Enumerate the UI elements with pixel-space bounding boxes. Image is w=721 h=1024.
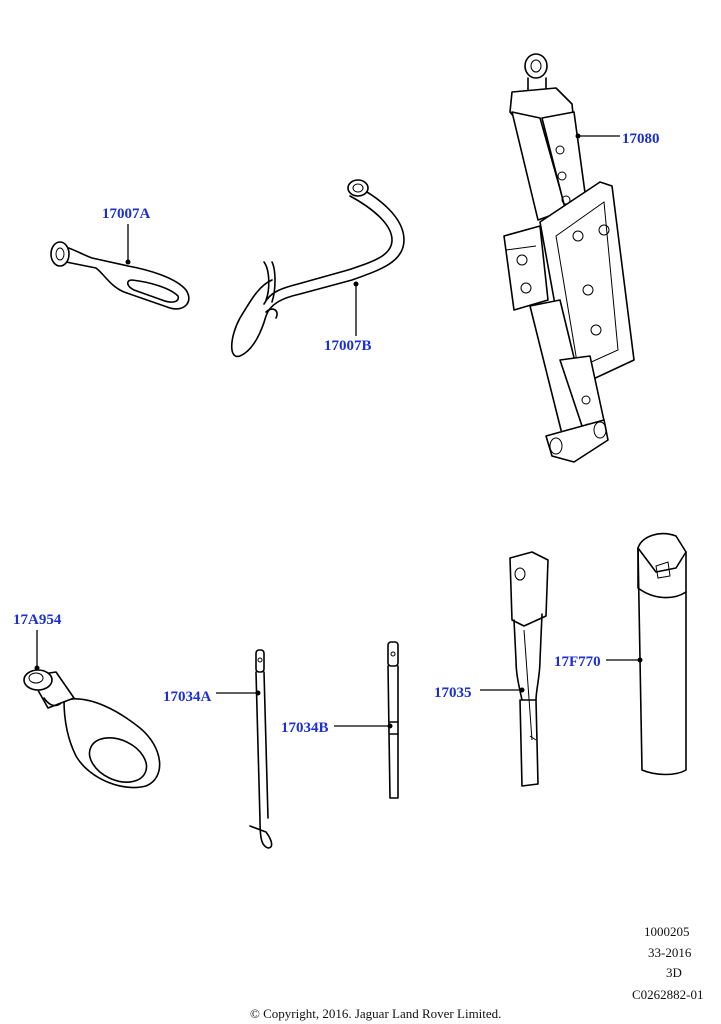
callout-17034b[interactable]: 17034B — [281, 720, 329, 736]
copyright-notice: © Copyright, 2016. Jaguar Land Rover Lim… — [250, 1006, 502, 1021]
diagram-date: 33-2016 — [648, 945, 692, 960]
callout-17f770[interactable]: 17F770 — [554, 654, 601, 670]
diagram-view: 3D — [666, 965, 682, 980]
callout-17007b[interactable]: 17007B — [324, 338, 372, 354]
callout-17007a[interactable]: 17007A — [102, 206, 151, 222]
part-17a954-drawing — [23, 669, 161, 789]
part-17f770-drawing — [637, 532, 687, 776]
diagram-code: 1000205 — [644, 924, 690, 939]
part-17007a-drawing — [50, 241, 190, 310]
callout-17a954[interactable]: 17A954 — [13, 612, 62, 628]
callout-17034a[interactable]: 17034A — [163, 689, 212, 705]
part-17080-drawing — [503, 53, 635, 463]
part-17035-drawing — [509, 551, 549, 787]
part-17034a-drawing — [249, 649, 273, 849]
diagram-reference: C0262882-01 — [632, 987, 704, 1002]
part-17034b-drawing — [387, 641, 399, 799]
leader-lines — [34, 133, 643, 729]
part-17007b-drawing — [230, 179, 405, 358]
callout-17080[interactable]: 17080 — [622, 131, 660, 147]
callout-17035[interactable]: 17035 — [434, 685, 472, 701]
